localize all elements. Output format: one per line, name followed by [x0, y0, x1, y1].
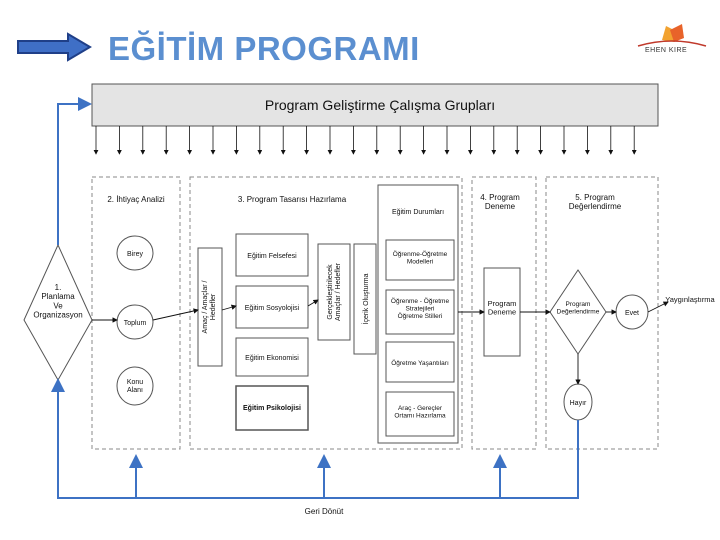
header-band — [91, 83, 659, 127]
output-label: Yaygınlaştırma — [665, 295, 715, 304]
target-goals-vertical-box — [317, 243, 351, 341]
situation-box-4 — [385, 391, 455, 437]
logo-icon — [637, 24, 707, 47]
feedback-label: Geri Dönüt — [305, 507, 344, 516]
situation-label-3: Öğretme Yaşantıları — [391, 359, 449, 367]
foundation-box-3 — [235, 337, 309, 377]
no-label: Hayır — [570, 400, 587, 407]
need-label-toplum: Toplum — [124, 320, 147, 327]
situation-box-3 — [385, 341, 455, 383]
logo: EHEN KIRE — [636, 22, 708, 64]
foundation-box-4 — [235, 385, 309, 431]
arrow-right-icon — [17, 32, 92, 62]
need-ellipse-konu — [116, 366, 154, 406]
trial-stage-box — [471, 176, 537, 450]
foundation-label-2: Eğitim Sosyolojisi — [245, 305, 300, 312]
feedback-up-arrows — [129, 454, 507, 498]
foundation-box-2 — [235, 285, 309, 329]
situation-box-2 — [385, 289, 455, 335]
trial-box — [483, 267, 521, 357]
header-down-arrows — [93, 126, 637, 155]
logo-text: EHEN KIRE — [645, 47, 688, 54]
design-stage-box — [189, 176, 463, 450]
content-vertical-label: İçerik Oluşturma — [361, 273, 370, 324]
yes-label: Evet — [625, 310, 639, 317]
goals-vertical-box — [197, 247, 223, 367]
foundation-box-1 — [235, 233, 309, 277]
foundation-label-3: Eğitim Ekonomisi — [245, 355, 299, 362]
foundation-label-4: Eğitim Psikolojisi — [243, 405, 301, 412]
situations-title: Eğitim Durumları — [392, 209, 444, 216]
needs-title: 2. İhtiyaç Analizi — [107, 195, 165, 204]
slide-title: EĞİTİM PROGRAMI — [108, 30, 420, 67]
need-label-birey: Birey — [127, 251, 143, 258]
feedback-loop — [51, 97, 579, 499]
content-vertical-box — [353, 243, 377, 355]
need-ellipse-birey — [116, 235, 154, 271]
foundation-label-1: Eğitim Felsefesi — [247, 253, 297, 260]
connectors — [92, 299, 669, 385]
goals-vertical-label: Amaç / Amaçlar /Hedefler — [202, 280, 217, 333]
needs-stage-box — [91, 176, 181, 450]
header-label: Program Geliştirme Çalışma Grupları — [265, 97, 495, 113]
design-title: 3. Program Tasarısı Hazırlama — [238, 195, 347, 204]
situation-box-1 — [385, 239, 455, 281]
target-goals-vertical-label: GerçekleştirilecekAmaçlar / Hedefler — [327, 262, 342, 321]
